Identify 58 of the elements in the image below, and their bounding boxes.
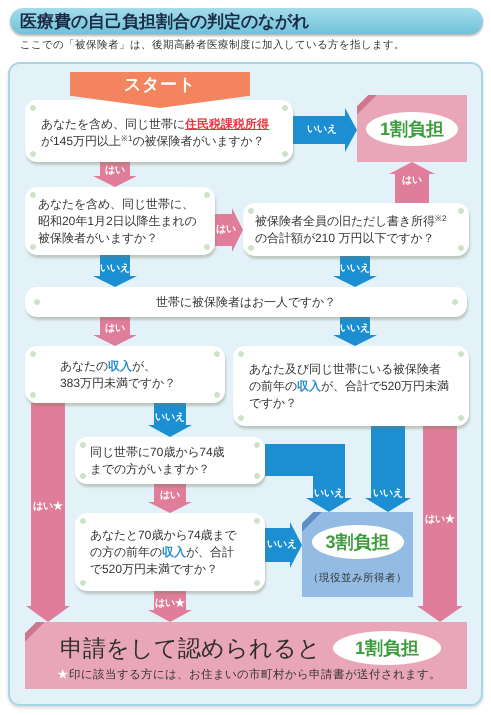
flow-arrow — [333, 317, 377, 346]
flow-arrow — [148, 403, 192, 437]
result-oval-label: 1割負担 — [333, 631, 441, 665]
flow-arrow — [148, 484, 192, 513]
flow-arrow — [365, 426, 411, 512]
question-box — [25, 287, 467, 317]
edge-label: いいえ — [340, 324, 370, 334]
flow-arrow — [93, 255, 137, 287]
result-note: （現役並み所得者） — [308, 570, 407, 584]
edge-label: はい — [402, 176, 422, 186]
question-text: あなた及び同じ世帯にいる被保険者の前年の収入が、合計で520万円未満ですか？ — [249, 360, 450, 412]
question-box — [25, 346, 225, 403]
question-text: 被保険者全員の旧ただし書き所得$^{※2}$の合計額が210 万円以下ですか？ — [255, 212, 448, 246]
flow-arrow — [417, 426, 463, 622]
result-box — [302, 512, 413, 597]
edge-label: いいえ — [307, 125, 337, 135]
question-box — [25, 187, 215, 255]
flow-arrow — [265, 522, 302, 568]
question-text: 同じ世帯に70歳から74歳までの方がいますか？ — [90, 444, 226, 478]
question-text: あなたと70歳から74歳までの方の前年の収入が、合計で520万円未満ですか？ — [90, 526, 238, 578]
result-box — [357, 95, 467, 162]
edge-label: いいえ — [314, 489, 344, 499]
edge-label: はい — [160, 491, 180, 501]
flow-arrow — [293, 108, 357, 152]
note-text: ここでの「被保険者」は、後期高齢者医療制度に加入している方を指します。 — [20, 38, 405, 52]
edge-label: いいえ — [340, 264, 370, 274]
result-oval-label: 1割負担 — [366, 112, 458, 146]
question-text: あなたの収入が、383万円未満ですか？ — [60, 358, 178, 392]
result-oval-label: 3割負担 — [312, 524, 404, 558]
flow-arrow — [148, 591, 192, 622]
edge-label: はい★ — [425, 515, 455, 525]
question-box — [25, 100, 293, 162]
flow-arrow — [93, 317, 137, 346]
edge-label: はい — [216, 225, 236, 235]
question-text: 世帯に被保険者はお一人ですか？ — [156, 294, 336, 310]
flow-arrow — [93, 162, 137, 187]
question-text: あなたを含め、同じ世帯に住民税課税所得が145万円以上$^{※1}$の被保険者がいますか？ — [41, 116, 270, 150]
application-box — [25, 622, 467, 689]
start-label: スタート — [124, 75, 196, 96]
edge-label: いいえ — [100, 264, 130, 274]
edge-label: いいえ — [267, 540, 297, 550]
edge-label: はい — [105, 166, 125, 176]
edge-label: はい★ — [33, 502, 63, 512]
question-box — [75, 513, 265, 591]
question-box — [243, 203, 469, 256]
flow-arrow — [333, 256, 377, 287]
edge-label: はい★ — [155, 599, 185, 609]
title: 医療費の自己負担割合の判定のながれ — [20, 12, 309, 30]
edge-label: いいえ — [373, 489, 403, 499]
edge-label: はい — [105, 324, 125, 334]
application-text: 申請をして認められると — [60, 634, 321, 663]
question-text: あなたを含め、同じ世帯に、昭和20年1月2日以降生まれの被保険者がいますか？ — [38, 196, 198, 246]
flow-arrow — [215, 208, 243, 252]
question-box — [233, 346, 469, 426]
question-box — [75, 437, 265, 484]
footnote-text: ★印に該当する方には、お住まいの市町村から申請書が送付されます。 — [57, 668, 442, 683]
edge-label: いいえ — [155, 413, 185, 423]
flow-arrow — [265, 444, 352, 512]
